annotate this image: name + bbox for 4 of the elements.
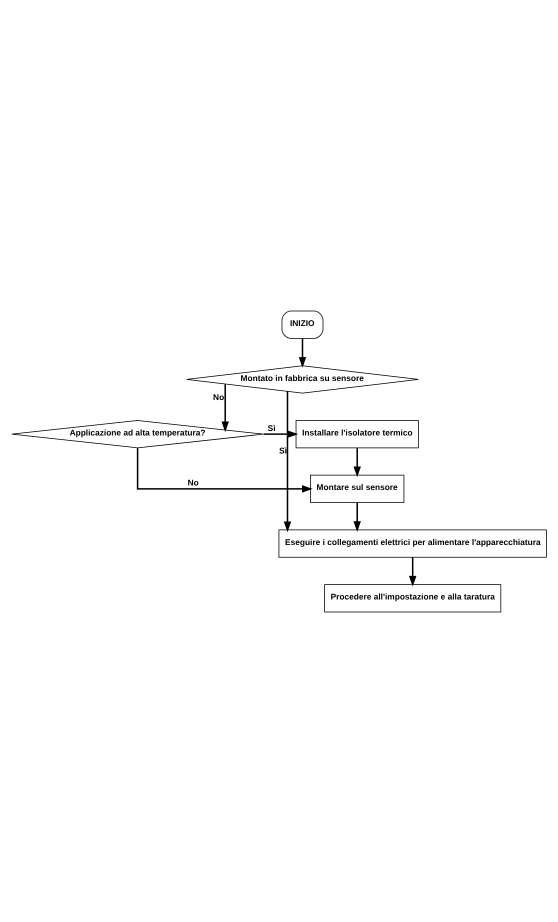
edge-label: Sì <box>268 422 276 432</box>
edge-label: No <box>213 391 224 402</box>
edge-label: Sì <box>279 445 288 456</box>
edge-label: No <box>188 477 199 488</box>
